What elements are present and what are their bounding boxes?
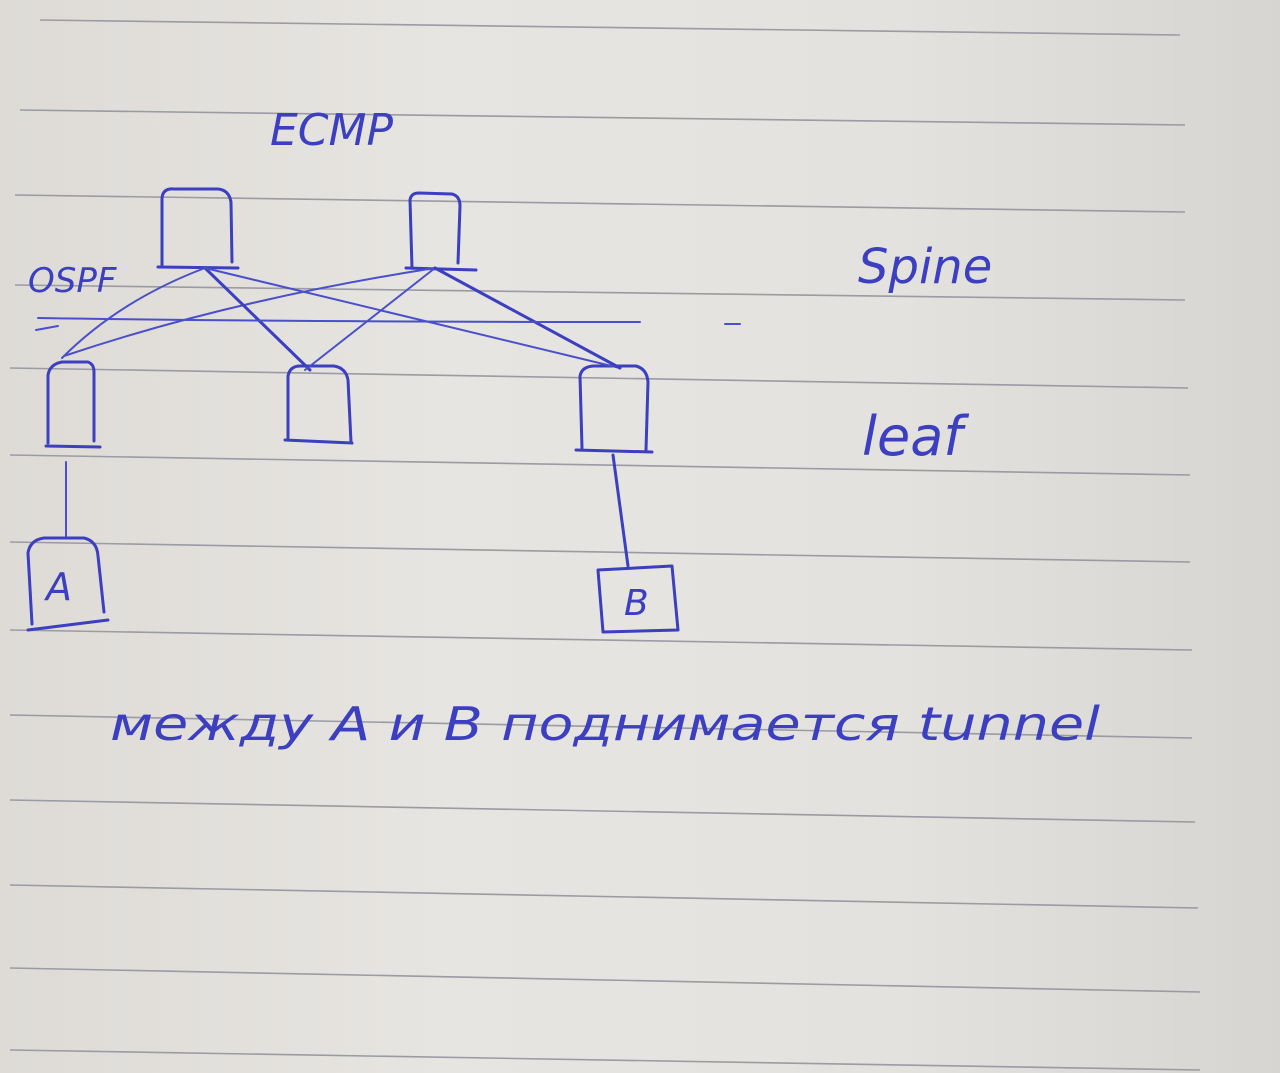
leaf-label: leaf (862, 405, 969, 468)
leaf-switch-2 (283, 364, 354, 445)
fabric-links (35, 266, 741, 372)
ospf-label: OSPF (28, 261, 117, 301)
spine-switch-2 (404, 191, 478, 272)
leaf-switch-1 (44, 360, 102, 449)
spine-label: Spine (858, 239, 992, 295)
host-b-label: B (624, 583, 649, 624)
ecmp-label: ECMP (270, 105, 393, 156)
host-b-box (596, 564, 680, 634)
host-links (65, 453, 630, 568)
spine-switch-1 (156, 187, 240, 270)
host-a-label: A (43, 565, 72, 609)
host-a-box (26, 536, 110, 632)
ruled-lines (9, 19, 1201, 1071)
caption-text: между A и B поднимается tunnel (110, 697, 1100, 751)
